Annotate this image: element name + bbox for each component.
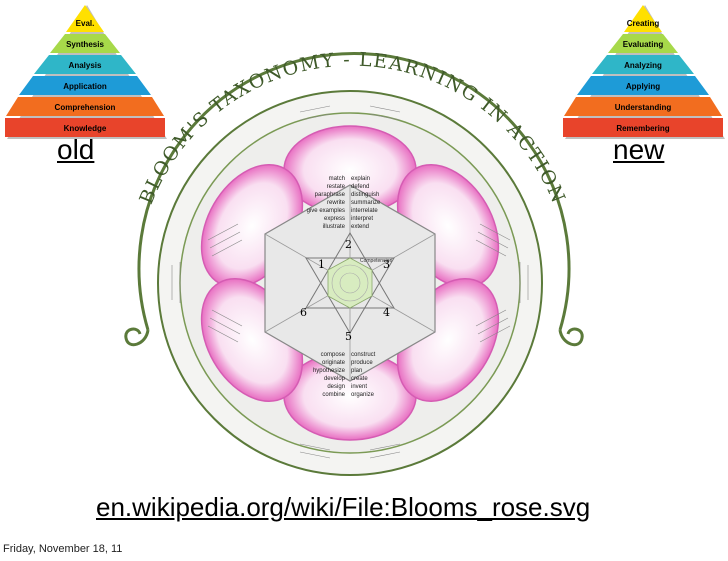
new-level-label: Analyzing bbox=[624, 61, 662, 70]
new-level-6-remembering bbox=[563, 118, 723, 137]
svg-text:interpret: interpret bbox=[351, 216, 373, 222]
new-level-label: Remembering bbox=[616, 124, 669, 133]
svg-text:develop: develop bbox=[324, 376, 346, 382]
new-level-label: Creating bbox=[627, 19, 660, 28]
old-level-label: Analysis bbox=[69, 61, 102, 70]
old-level-3-analysis bbox=[34, 55, 136, 74]
svg-text:invent: invent bbox=[351, 384, 367, 390]
new-level-label: Evaluating bbox=[623, 40, 664, 49]
star-core bbox=[327, 257, 373, 309]
new-pyramid: Creating Evaluating Analyzing Applying U… bbox=[563, 5, 725, 139]
svg-text:originate: originate bbox=[322, 360, 346, 366]
new-level-label: Understanding bbox=[615, 103, 672, 112]
svg-text:rewrite: rewrite bbox=[327, 200, 346, 206]
segment-number-4: 4 bbox=[383, 306, 390, 319]
segment-number-2: 2 bbox=[345, 238, 352, 251]
old-level-label: Eval. bbox=[76, 19, 95, 28]
svg-text:match: match bbox=[329, 176, 345, 182]
new-level-5-understanding bbox=[564, 97, 722, 116]
right-curl bbox=[558, 327, 584, 347]
old-level-label: Synthesis bbox=[66, 40, 104, 49]
old-pyramid: Eval. Synthesis Analysis Application Com… bbox=[5, 5, 167, 139]
svg-text:produce: produce bbox=[351, 360, 373, 366]
svg-text:design: design bbox=[327, 384, 345, 390]
new-level-3-analyzing bbox=[592, 55, 694, 74]
svg-text:create: create bbox=[351, 376, 368, 382]
svg-text:extend: extend bbox=[351, 224, 369, 230]
old-level-6-knowledge bbox=[5, 118, 165, 137]
segment-number-3: 3 bbox=[383, 258, 390, 271]
old-level-2-synthesis bbox=[50, 34, 120, 53]
words-bottom-right: construct produce plan create invent org… bbox=[351, 352, 376, 398]
svg-text:give examples: give examples bbox=[307, 208, 345, 214]
new-level-1-creating bbox=[624, 5, 662, 32]
segment-number-5: 5 bbox=[345, 330, 352, 343]
words-bottom-left: compose originate hypothesize develop de… bbox=[313, 352, 346, 398]
segment-number-1: 1 bbox=[318, 258, 325, 271]
source-link[interactable]: en.wikipedia.org/wiki/File:Blooms_rose.s… bbox=[96, 492, 591, 522]
new-level-4-applying bbox=[577, 76, 709, 95]
words-top-right: explain defend distinguish summarize int… bbox=[351, 176, 381, 230]
fine-print-bands bbox=[171, 105, 529, 459]
svg-text:construct: construct bbox=[351, 352, 376, 358]
svg-text:express: express bbox=[324, 216, 345, 222]
svg-text:illustrate: illustrate bbox=[323, 224, 346, 230]
svg-text:explain: explain bbox=[351, 176, 370, 182]
svg-text:organize: organize bbox=[351, 392, 375, 398]
old-level-label: Knowledge bbox=[64, 124, 107, 133]
svg-text:restate: restate bbox=[327, 184, 346, 190]
old-level-label: Comprehension bbox=[55, 103, 116, 112]
svg-text:plan: plan bbox=[351, 368, 362, 374]
new-caption: new bbox=[613, 134, 665, 165]
svg-text:defend: defend bbox=[351, 184, 369, 190]
old-level-1-eval bbox=[66, 5, 104, 32]
slide-date-footer: Friday, November 18, 11 bbox=[3, 543, 123, 555]
old-caption: old bbox=[57, 134, 95, 165]
svg-text:interrelate: interrelate bbox=[351, 208, 378, 214]
old-level-label: Application bbox=[63, 82, 107, 91]
old-level-5-comprehension bbox=[6, 97, 164, 116]
old-level-4-application bbox=[19, 76, 151, 95]
svg-text:paraphrase: paraphrase bbox=[315, 192, 346, 198]
segment-number-6: 6 bbox=[300, 306, 307, 319]
new-level-label: Applying bbox=[626, 82, 660, 91]
svg-text:compose: compose bbox=[321, 352, 346, 358]
left-curl bbox=[124, 327, 150, 347]
svg-text:combine: combine bbox=[322, 392, 345, 398]
words-top-left: match restate paraphrase rewrite give ex… bbox=[307, 176, 346, 230]
outer-arc bbox=[137, 51, 571, 331]
svg-text:hypothesize: hypothesize bbox=[313, 368, 346, 374]
new-level-2-evaluating bbox=[608, 34, 678, 53]
svg-text:summarize: summarize bbox=[351, 200, 381, 206]
svg-text:distinguish: distinguish bbox=[351, 192, 379, 198]
center-label: Competencies bbox=[360, 258, 392, 264]
